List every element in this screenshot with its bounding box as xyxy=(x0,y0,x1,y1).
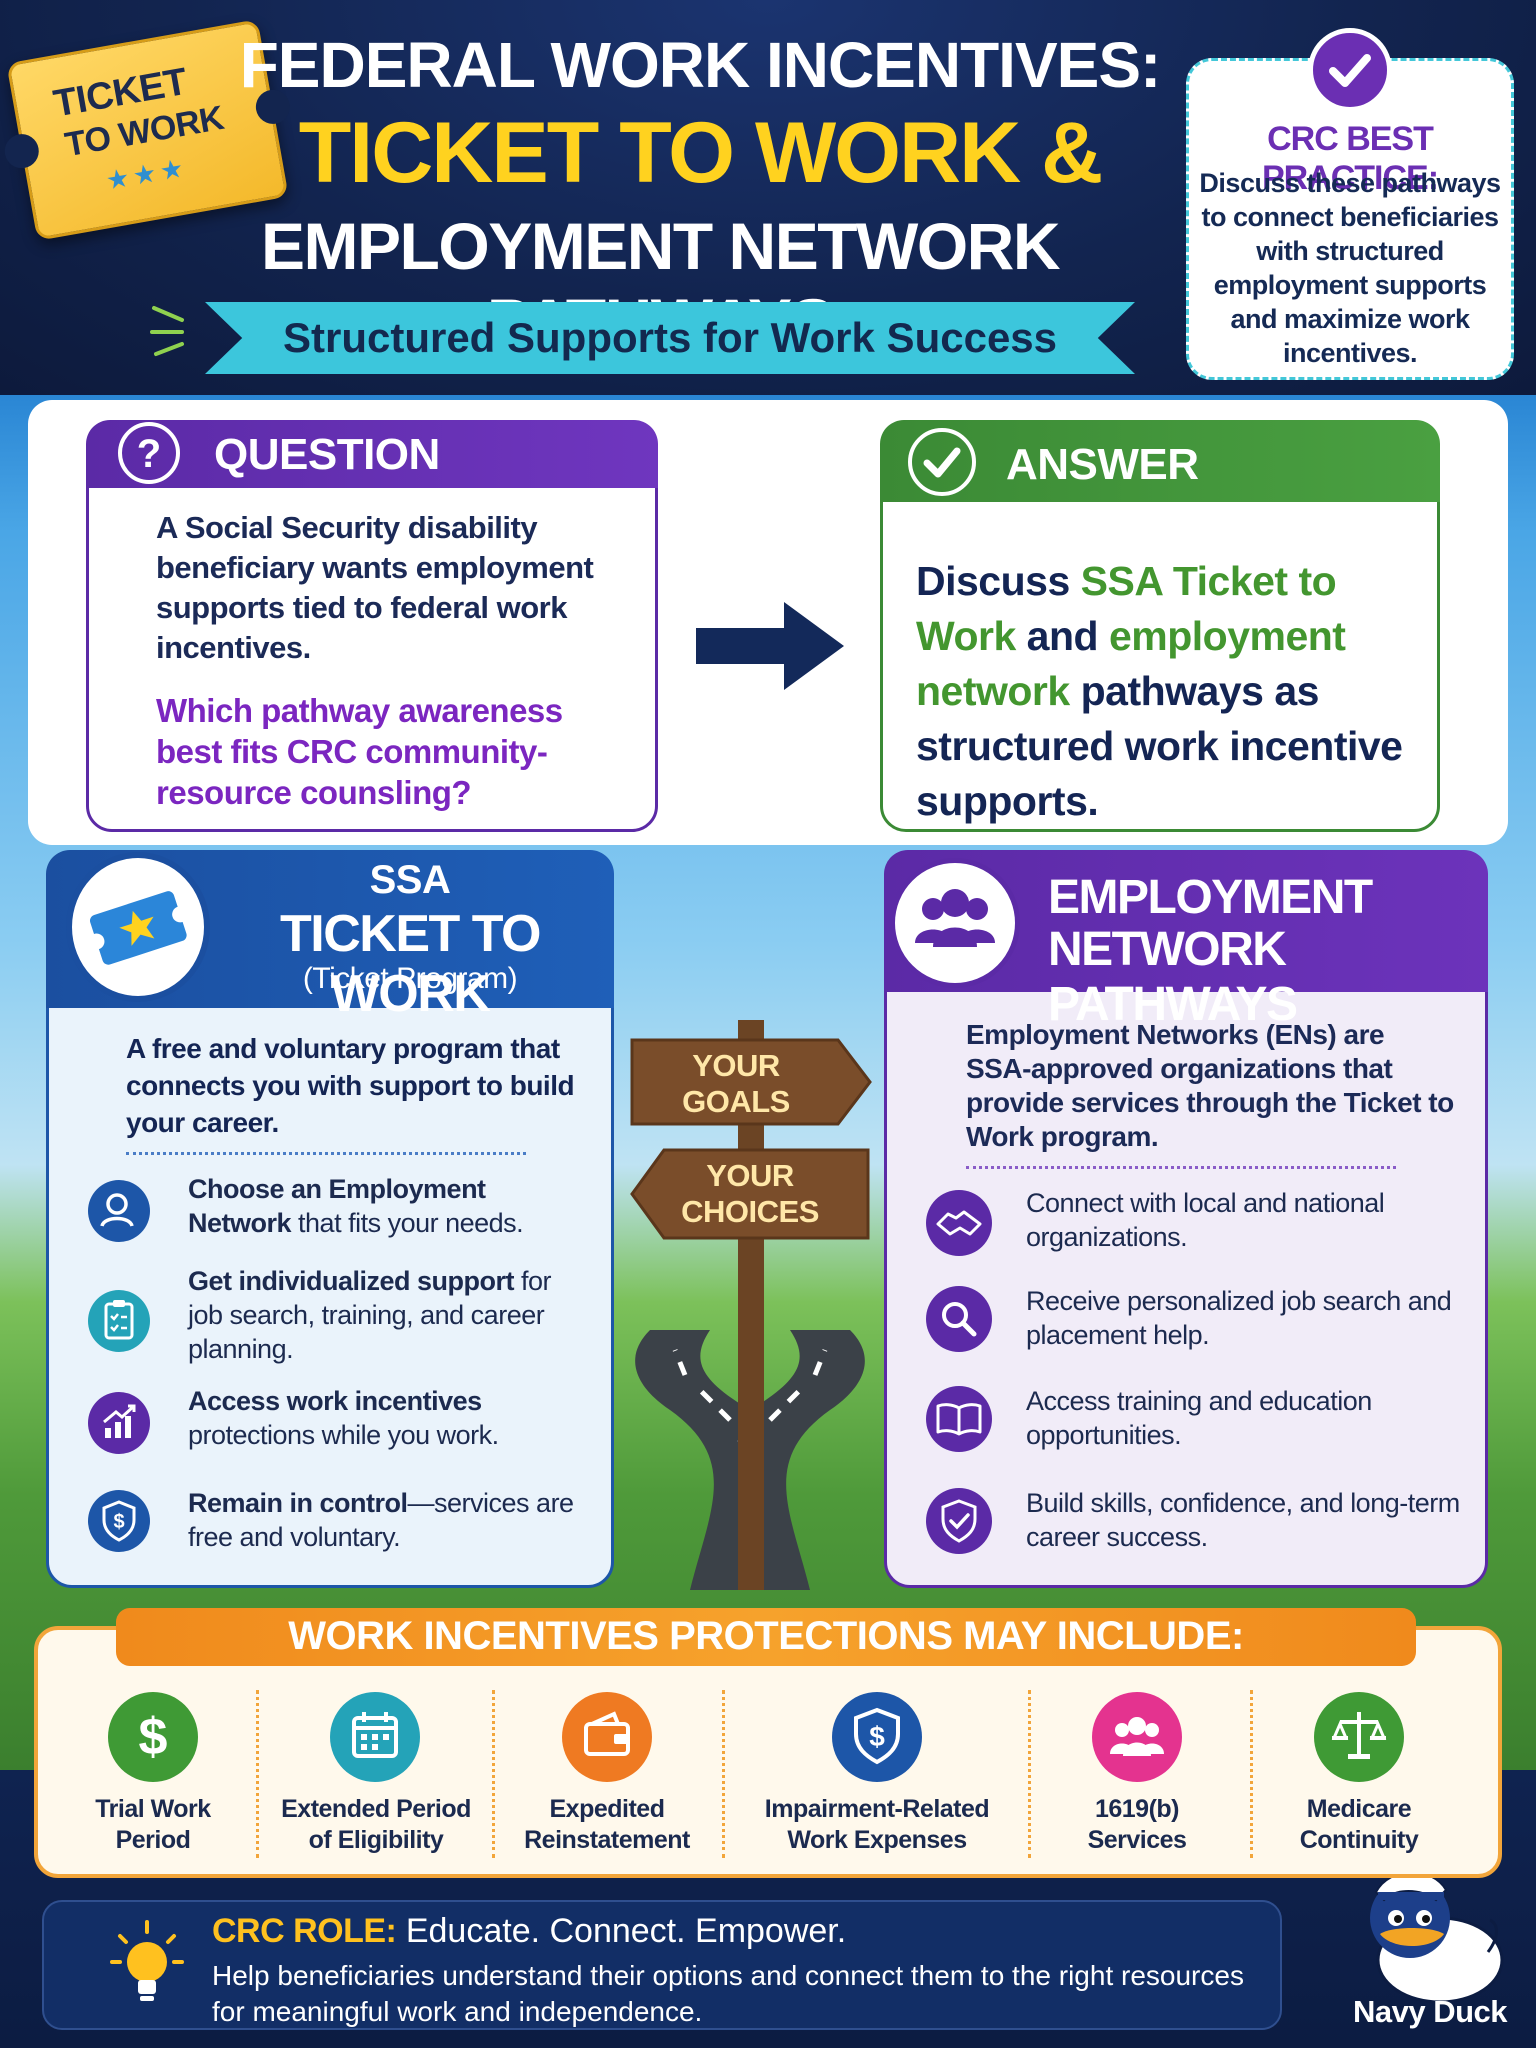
crc-role-title: CRC ROLE: Educate. Connect. Empower. xyxy=(212,1912,847,1950)
divider xyxy=(722,1690,725,1858)
protections-title: WORK INCENTIVES PROTECTIONS MAY INCLUDE: xyxy=(288,1614,1244,1658)
question-header xyxy=(86,420,658,488)
svg-text:?: ? xyxy=(137,432,161,476)
calendar-icon xyxy=(330,1692,420,1782)
title-line-1: FEDERAL WORK INCENTIVES: xyxy=(239,29,1162,101)
people-group-icon xyxy=(890,858,1020,988)
question-mark-icon: ? xyxy=(118,422,180,484)
divider xyxy=(1250,1690,1253,1858)
subtitle: Structured Supports for Work Success xyxy=(282,314,1058,361)
ssa-feature-4: Remain in control—services are free and … xyxy=(188,1488,574,1552)
question-card xyxy=(86,424,658,832)
en-description: Employment Networks (ENs) are SSA-approv… xyxy=(966,1019,1454,1152)
shield-dollar-icon: $ xyxy=(832,1692,922,1782)
question-title: QUESTION xyxy=(214,430,440,479)
best-practice-title: CRC BEST PRACTICE: xyxy=(1261,120,1439,197)
spark-icon xyxy=(150,306,184,356)
ssa-feature-1: Choose an Employment Network that fits y… xyxy=(188,1174,524,1238)
protections-box xyxy=(34,1626,1502,1878)
ssa-feature-3: Access work incentives protections while… xyxy=(188,1386,499,1450)
open-book-icon xyxy=(926,1386,992,1452)
svg-text:$: $ xyxy=(139,1708,168,1766)
en-feature-4: Build skills, confidence, and long-term … xyxy=(1026,1488,1460,1552)
ssa-description: A free and voluntary program that connec… xyxy=(126,1033,575,1138)
checkmark-icon xyxy=(1308,28,1392,112)
scales-icon xyxy=(1314,1692,1404,1782)
subtitle-ribbon xyxy=(205,302,1135,374)
ssa-title-main: TICKET TO WORK xyxy=(280,905,541,1023)
navy-duck-label: Navy Duck xyxy=(1352,1994,1508,2029)
divider xyxy=(966,1166,1396,1169)
protection-item-5: 1619(b)Services xyxy=(1087,1795,1187,1854)
wallet-icon xyxy=(562,1692,652,1782)
en-feature-1: Connect with local and national organiza… xyxy=(1026,1188,1385,1252)
ticket-icon xyxy=(66,852,210,1002)
divider xyxy=(126,1152,526,1155)
en-title-line-2: NETWORK PATHWAYS xyxy=(1048,923,1298,1031)
lightbulb-icon xyxy=(110,1920,184,2001)
crc-role-text: Help beneficiaries understand their opti… xyxy=(212,1960,1244,2027)
divider xyxy=(492,1690,495,1858)
sign-your-choices: YOUR CHOICES xyxy=(681,1158,819,1229)
navy-duck-mascot xyxy=(1370,1871,1504,2004)
crc-role-box xyxy=(42,1900,1282,2030)
answer-highlight-ticket: SSA Ticket to Work xyxy=(916,558,1337,659)
sign-your-goals: YOUR GOALS xyxy=(682,1048,790,1119)
question-text: A Social Security disability beneficiary… xyxy=(156,510,594,665)
checkmark-icon xyxy=(908,428,976,496)
svg-text:$: $ xyxy=(113,1511,124,1533)
ssa-title-sub: (Ticket Program) xyxy=(302,962,518,995)
handshake-icon xyxy=(926,1190,992,1256)
en-feature-2: Receive personalized job search and plac… xyxy=(1026,1286,1452,1350)
best-practice-text: Discuss these pathways to connect benefi… xyxy=(1199,168,1501,368)
growth-chart-icon xyxy=(88,1392,150,1454)
ssa-title: SSA xyxy=(369,858,451,902)
shield-dollar-icon: $ xyxy=(88,1490,150,1552)
protections-banner xyxy=(116,1608,1416,1666)
svg-text:$: $ xyxy=(869,1721,885,1752)
question-ask: Which pathway awareness best fits CRC co… xyxy=(156,692,563,811)
answer-title: ANSWER xyxy=(1006,440,1199,489)
shield-check-icon xyxy=(926,1488,992,1554)
divider xyxy=(256,1690,259,1858)
en-feature-3: Access training and education opportunit… xyxy=(1026,1386,1372,1450)
best-practice-card xyxy=(1186,58,1514,380)
signpost xyxy=(630,1020,872,1590)
magnifier-icon xyxy=(926,1286,992,1352)
ssa-feature-2: Get individualized support for job searc… xyxy=(188,1266,552,1364)
dollar-icon: $ xyxy=(108,1692,198,1782)
answer-highlight-en: employment network xyxy=(916,613,1346,714)
title-line-2: TICKET TO WORK & xyxy=(298,105,1103,201)
en-title-line-1: EMPLOYMENT xyxy=(1048,871,1373,924)
answer-text: Discuss SSA Ticket to Work and employmen… xyxy=(916,558,1403,824)
arrow-right-icon xyxy=(696,602,844,690)
people-icon xyxy=(1092,1692,1182,1782)
clipboard-icon xyxy=(88,1290,150,1352)
divider xyxy=(1028,1690,1031,1858)
person-icon xyxy=(88,1180,150,1242)
